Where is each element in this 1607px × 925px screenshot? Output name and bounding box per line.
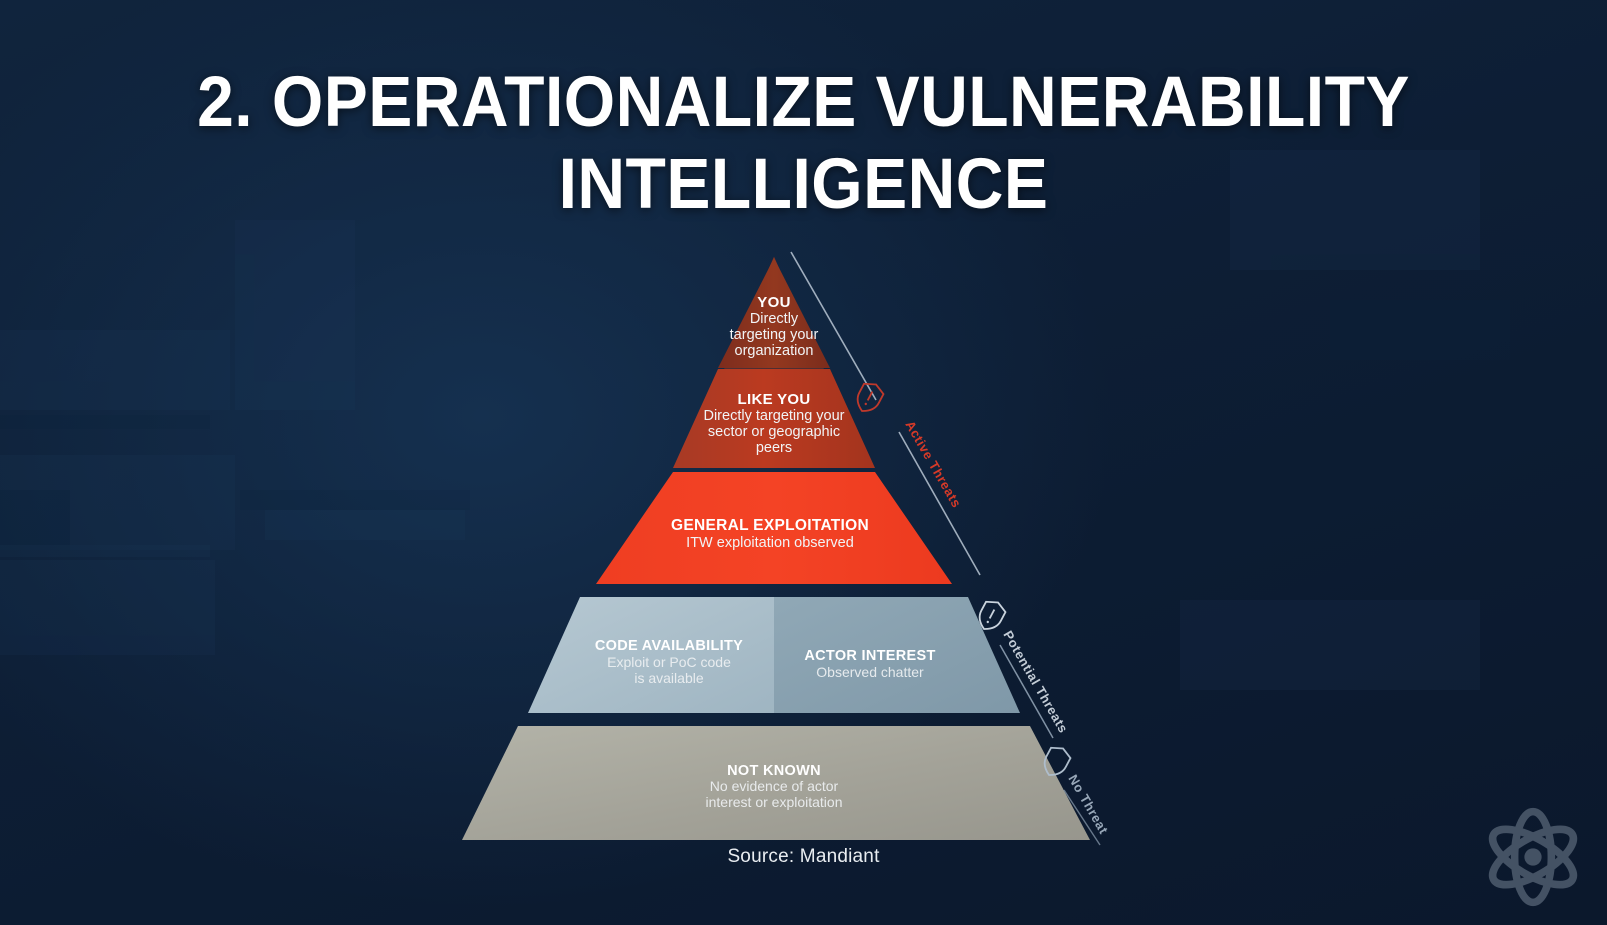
source-caption: Source: Mandiant xyxy=(727,846,880,867)
tier-you[interactable]: YOU Directly targeting your organization xyxy=(718,256,830,369)
page-title: 2. OPERATIONALIZE VULNERABILITY INTELLIG… xyxy=(197,63,1410,224)
tier-code-line2: is available xyxy=(634,670,703,686)
tier-general-line1: ITW exploitation observed xyxy=(686,535,854,551)
tier-you-line1: Directly xyxy=(750,311,799,327)
shield-alert-icon xyxy=(856,382,885,412)
threat-label-potential: Potential Threats xyxy=(1000,628,1071,736)
tier-code-label: CODE AVAILABILITY xyxy=(595,638,743,654)
tier-like-you[interactable]: LIKE YOU Directly targeting your sector … xyxy=(673,369,875,468)
tier-you-line3: organization xyxy=(735,343,814,359)
tier-like-you-label: LIKE YOU xyxy=(738,391,811,408)
tier-actor-interest[interactable]: ACTOR INTEREST Observed chatter xyxy=(774,597,1020,713)
tier-general-label: GENERAL EXPLOITATION xyxy=(671,517,869,534)
tier-like-you-line3: peers xyxy=(756,440,792,456)
tier-you-line2: targeting your xyxy=(730,327,819,343)
threat-label-active: Active Threats xyxy=(902,418,964,510)
shield-icon xyxy=(1043,746,1072,776)
tier-you-label: YOU xyxy=(757,294,790,311)
tier-actor-line1: Observed chatter xyxy=(816,664,924,680)
tier-like-you-line2: sector or geographic xyxy=(708,424,840,440)
tier-code-availability[interactable]: CODE AVAILABILITY Exploit or PoC code is… xyxy=(528,597,774,713)
tier-general-exploitation[interactable]: GENERAL EXPLOITATION ITW exploitation ob… xyxy=(596,472,952,584)
tier-like-you-line1: Directly targeting your xyxy=(703,408,844,424)
tier-code-line1: Exploit or PoC code xyxy=(607,654,731,670)
shield-alert-icon-potential xyxy=(978,600,1007,630)
tier-actor-label: ACTOR INTEREST xyxy=(804,648,935,664)
tier-not-known-label: NOT KNOWN xyxy=(727,763,821,779)
tier-not-known[interactable]: NOT KNOWN No evidence of actor interest … xyxy=(462,726,1090,840)
tier-not-known-line2: interest or exploitation xyxy=(706,794,843,810)
tier-not-known-line1: No evidence of actor xyxy=(710,778,839,794)
